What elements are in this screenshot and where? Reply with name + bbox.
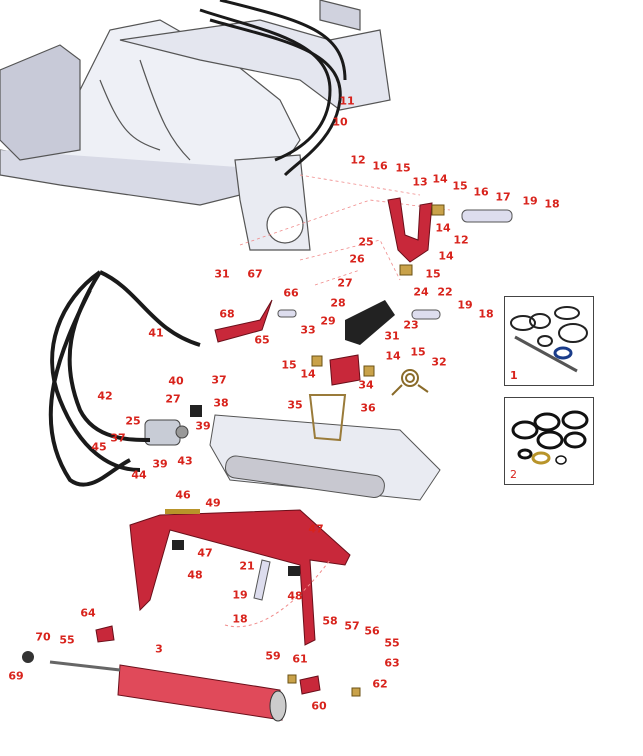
callout-57[interactable]: 57 — [344, 619, 360, 633]
callout-65[interactable]: 65 — [254, 333, 270, 347]
callout-61[interactable]: 61 — [292, 652, 308, 666]
callout-14[interactable]: 14 — [432, 172, 448, 186]
callout-21[interactable]: 21 — [239, 559, 255, 573]
callout-16[interactable]: 16 — [473, 185, 489, 199]
frame-hoses — [199, 0, 347, 177]
bushings — [287, 204, 445, 697]
callout-66[interactable]: 66 — [283, 286, 299, 300]
callout-59[interactable]: 59 — [265, 649, 281, 663]
callout-37[interactable]: 37 — [110, 431, 126, 445]
callout-47[interactable]: 47 — [308, 522, 324, 536]
callout-55[interactable]: 55 — [384, 636, 400, 650]
leader-lines — [239, 174, 451, 286]
callout-18[interactable]: 18 — [478, 307, 494, 321]
callout-12[interactable]: 12 — [350, 153, 366, 167]
hydraulic-hoses — [48, 270, 201, 487]
callout-31[interactable]: 31 — [384, 329, 400, 343]
shafts — [253, 209, 513, 601]
cylinder-cap — [269, 690, 287, 722]
callout-11[interactable]: 11 — [339, 94, 355, 108]
callout-15[interactable]: 15 — [452, 179, 468, 193]
kit-1-number: 1 — [510, 369, 518, 382]
callout-14[interactable]: 14 — [435, 221, 451, 235]
callout-3[interactable]: 3 — [155, 642, 163, 656]
callout-24[interactable]: 24 — [413, 285, 429, 299]
callout-15[interactable]: 15 — [395, 161, 411, 175]
callout-19[interactable]: 19 — [522, 194, 538, 208]
callout-46[interactable]: 46 — [175, 488, 191, 502]
kit-2-box[interactable]: 2 — [504, 397, 594, 485]
callout-45[interactable]: 45 — [91, 440, 107, 454]
callout-68[interactable]: 68 — [219, 307, 235, 321]
callout-48[interactable]: 48 — [287, 589, 303, 603]
callout-14[interactable]: 14 — [385, 349, 401, 363]
callout-25[interactable]: 25 — [358, 235, 374, 249]
callout-40[interactable]: 40 — [168, 374, 184, 388]
callout-23[interactable]: 23 — [403, 318, 419, 332]
callout-56[interactable]: 56 — [364, 624, 380, 638]
callout-17[interactable]: 17 — [495, 190, 511, 204]
callout-39[interactable]: 39 — [195, 419, 211, 433]
hydraulic-motor — [144, 419, 189, 446]
callout-48[interactable]: 48 — [187, 568, 203, 582]
callout-13[interactable]: 13 — [412, 175, 428, 189]
main-frame — [0, 0, 391, 251]
callout-35[interactable]: 35 — [287, 398, 303, 412]
callout-47[interactable]: 47 — [197, 546, 213, 560]
callout-64[interactable]: 64 — [80, 606, 96, 620]
callout-15[interactable]: 15 — [410, 345, 426, 359]
callout-29[interactable]: 29 — [320, 314, 336, 328]
seal-kit-icon — [511, 410, 589, 465]
callout-63[interactable]: 63 — [384, 656, 400, 670]
kit-1-box[interactable]: 1 — [504, 296, 594, 386]
callout-18[interactable]: 18 — [544, 197, 560, 211]
callout-19[interactable]: 19 — [457, 298, 473, 312]
callout-16[interactable]: 16 — [372, 159, 388, 173]
callout-32[interactable]: 32 — [431, 355, 447, 369]
callout-37[interactable]: 37 — [211, 373, 227, 387]
callout-28[interactable]: 28 — [330, 296, 346, 310]
callout-33[interactable]: 33 — [300, 323, 316, 337]
callout-18[interactable]: 18 — [232, 612, 248, 626]
callout-67[interactable]: 67 — [247, 267, 263, 281]
cylinder-rod — [49, 660, 121, 672]
callout-55[interactable]: 55 — [59, 633, 75, 647]
callout-69[interactable]: 69 — [8, 669, 24, 683]
rod-end — [22, 651, 34, 663]
callout-49[interactable]: 49 — [205, 496, 221, 510]
callout-44[interactable]: 44 — [131, 468, 147, 482]
black-parts — [172, 300, 395, 576]
callout-38[interactable]: 38 — [213, 396, 229, 410]
callout-15[interactable]: 15 — [281, 358, 297, 372]
shim-strip — [165, 509, 200, 514]
torsion-spring — [391, 369, 429, 396]
callout-19[interactable]: 19 — [232, 588, 248, 602]
callout-27[interactable]: 27 — [337, 276, 353, 290]
callout-43[interactable]: 43 — [177, 454, 193, 468]
callout-22[interactable]: 22 — [437, 285, 453, 299]
callout-14[interactable]: 14 — [300, 367, 316, 381]
callout-27[interactable]: 27 — [165, 392, 181, 406]
callout-14[interactable]: 14 — [438, 249, 454, 263]
callout-36[interactable]: 36 — [360, 401, 376, 415]
reel-assembly — [209, 394, 441, 501]
callout-39[interactable]: 39 — [152, 457, 168, 471]
callout-34[interactable]: 34 — [358, 378, 374, 392]
red-parts — [95, 197, 433, 721]
seal-kit-icon — [510, 306, 588, 373]
callout-62[interactable]: 62 — [372, 677, 388, 691]
callout-60[interactable]: 60 — [311, 699, 327, 713]
callout-31[interactable]: 31 — [214, 267, 230, 281]
callout-10[interactable]: 10 — [332, 115, 348, 129]
callout-25[interactable]: 25 — [125, 414, 141, 428]
callout-70[interactable]: 70 — [35, 630, 51, 644]
callout-15[interactable]: 15 — [425, 267, 441, 281]
callout-42[interactable]: 42 — [97, 389, 113, 403]
kit-2-number: 2 — [510, 468, 517, 481]
callout-41[interactable]: 41 — [148, 326, 164, 340]
callout-58[interactable]: 58 — [322, 614, 338, 628]
callout-12[interactable]: 12 — [453, 233, 469, 247]
callout-26[interactable]: 26 — [349, 252, 365, 266]
